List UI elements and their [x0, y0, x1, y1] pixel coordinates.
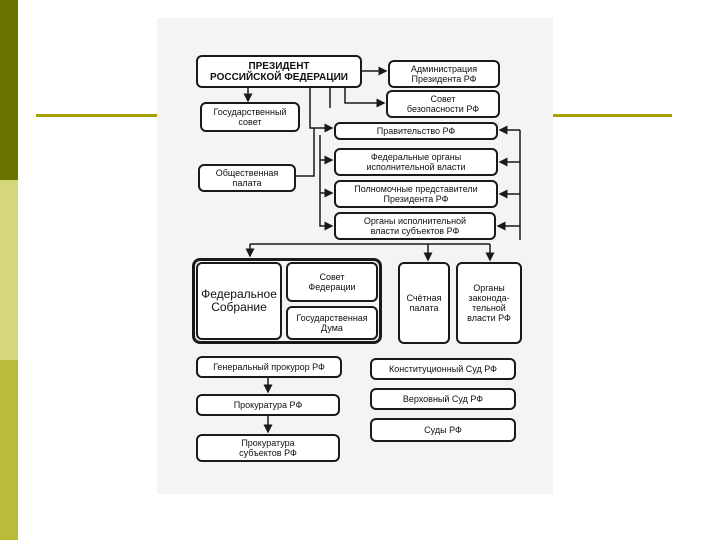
supreme-court-box: Верховный Суд РФ [370, 388, 516, 410]
security-council-box: Совет безопасности РФ [386, 90, 500, 118]
prosecutors-office-box: Прокуратура РФ [196, 394, 340, 416]
accounts-chamber-box: Счётная палата [398, 262, 450, 344]
left-strip-middle [0, 180, 18, 360]
legislative-organs-box: Органы законода- тельной власти РФ [456, 262, 522, 344]
administration-box: Администрация Президента РФ [388, 60, 500, 88]
federal-executive-box: Федеральные органы исполнительной власти [334, 148, 498, 176]
regional-executive-box: Органы исполнительной власти субъектов Р… [334, 212, 496, 240]
president-box: ПРЕЗИДЕНТ РОССИЙСКОЙ ФЕДЕРАЦИИ [196, 55, 362, 88]
public-chamber-box: Общественная палата [198, 164, 296, 192]
accent-line-left [36, 114, 158, 117]
plenipotentiaries-box: Полномочные представители Президента РФ [334, 180, 498, 208]
left-strip-top [0, 0, 18, 180]
government-box: Правительство РФ [334, 122, 498, 140]
courts-box: Суды РФ [370, 418, 516, 442]
accent-line-right [552, 114, 672, 117]
state-duma-box: Государственная Дума [286, 306, 378, 340]
federation-council-box: Совет Федерации [286, 262, 378, 302]
state-council-box: Государственный совет [200, 102, 300, 132]
prosecutor-general-box: Генеральный прокурор РФ [196, 356, 342, 378]
left-strip-bottom [0, 360, 18, 540]
regional-prosecutors-box: Прокуратура субъектов РФ [196, 434, 340, 462]
constitutional-court-box: Конституционный Суд РФ [370, 358, 516, 380]
federal-assembly-box: Федеральное Собрание [196, 262, 282, 340]
